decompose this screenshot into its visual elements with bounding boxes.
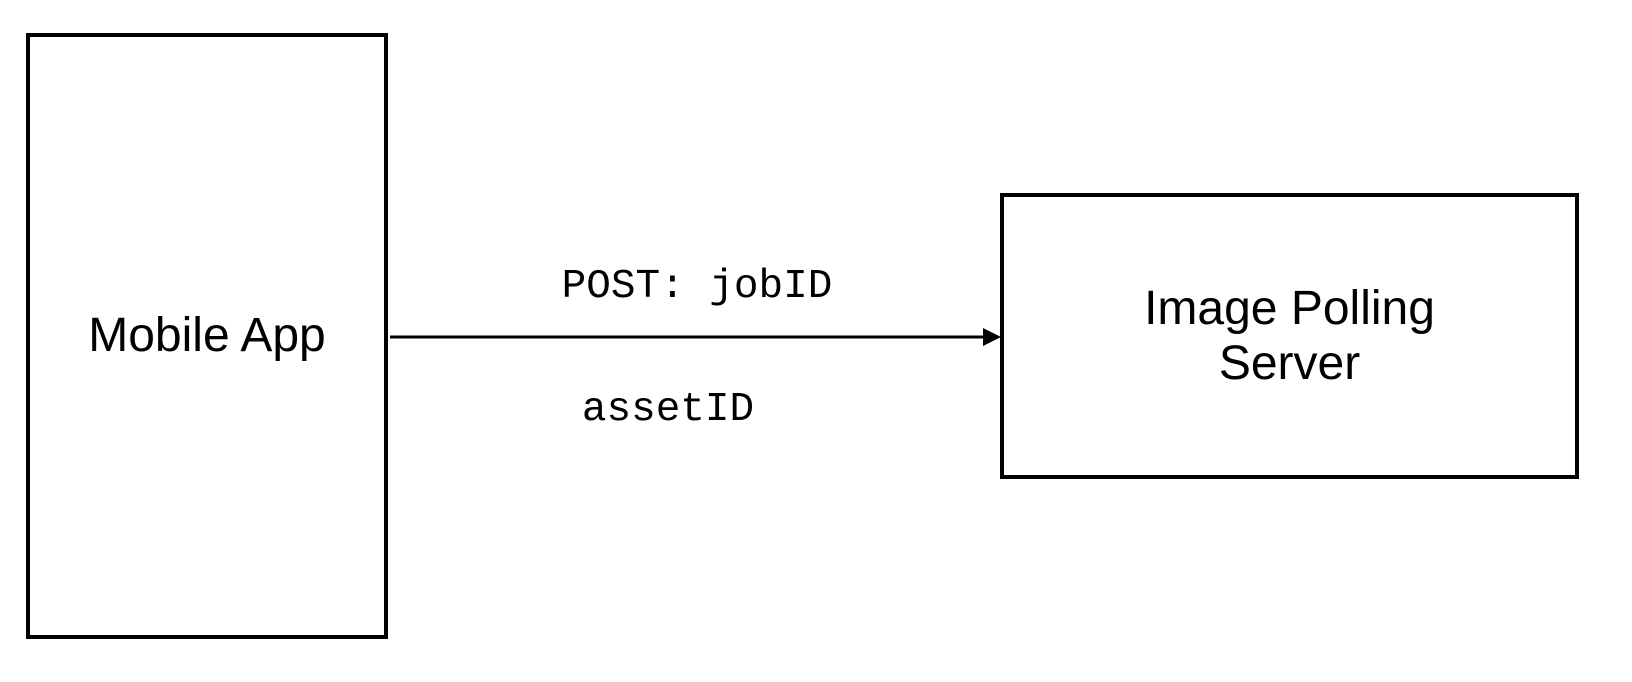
node-image-polling-server-label: Image Polling Server	[1144, 281, 1435, 390]
edge-label-post-jobid: POST: jobID	[561, 264, 833, 310]
node-mobile-app-label: Mobile App	[88, 309, 326, 363]
edge-label-assetid: assetID	[581, 387, 755, 433]
node-image-polling-server: Image Polling Server	[1000, 193, 1579, 479]
node-mobile-app: Mobile App	[26, 33, 388, 639]
arrowhead-icon	[983, 328, 1001, 346]
